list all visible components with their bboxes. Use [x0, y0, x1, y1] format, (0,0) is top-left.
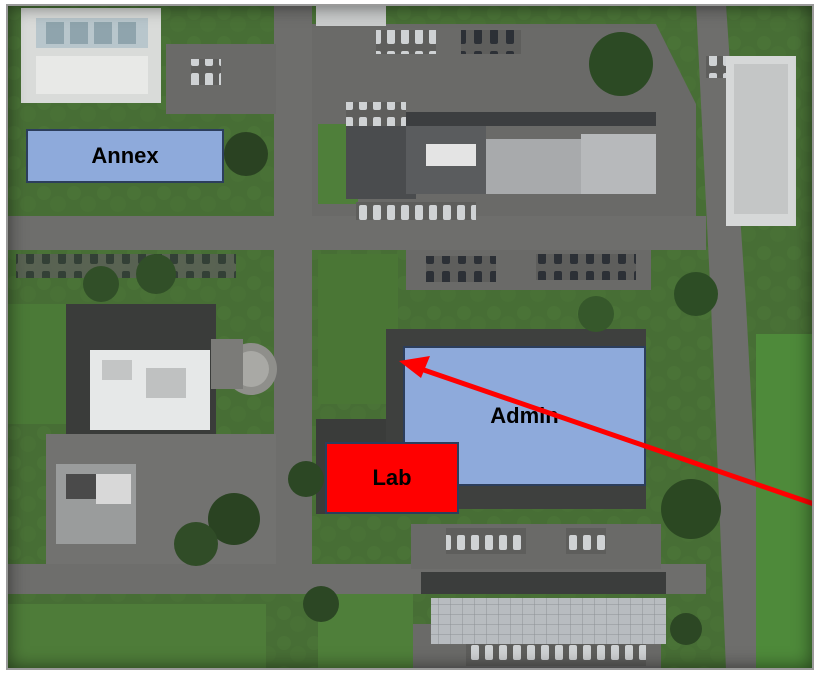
aerial-imagery	[6, 4, 814, 670]
admin-label-text: Admin	[490, 403, 559, 428]
annex-label-text: Annex	[91, 143, 159, 168]
aerial-map: Annex Admin Lab	[6, 4, 814, 670]
lab-building-label[interactable]: Lab	[325, 442, 459, 514]
annex-building-label[interactable]: Annex	[26, 129, 224, 183]
lab-label-text: Lab	[372, 465, 412, 490]
